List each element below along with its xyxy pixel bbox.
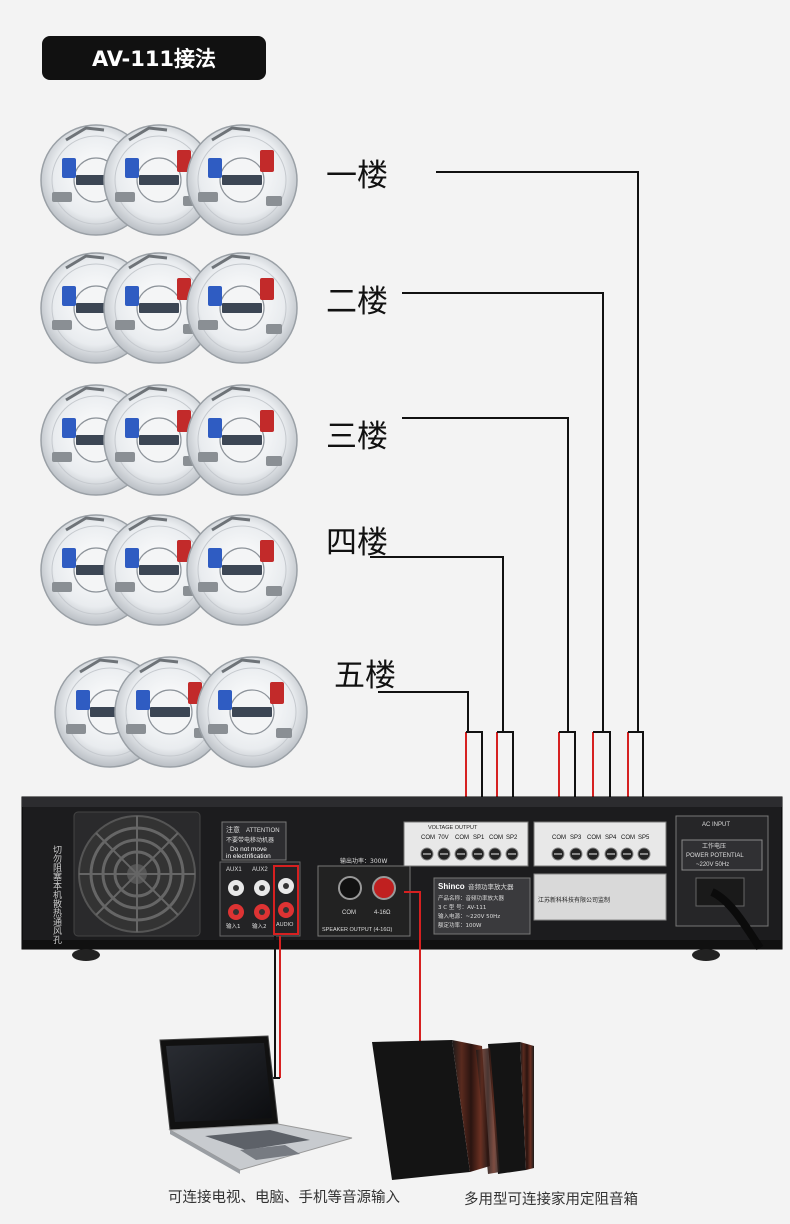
terminal-r-4: COM — [621, 835, 635, 841]
power-potential-label: POWER POTENTIAL — [686, 853, 744, 859]
input1-label: 输入1 — [226, 922, 241, 930]
maker-label: 江苏新科科技有限公司监制 — [538, 896, 610, 904]
spec-line-3: 输入电源：~220V 50Hz — [438, 912, 500, 920]
terminal-r-5: SP5 — [638, 835, 650, 841]
aux1-label: AUX1 — [226, 867, 242, 873]
power-value-label: ~220V 50Hz — [696, 862, 729, 868]
voltage-output-label: VOLTAGE OUTPUT — [428, 825, 478, 831]
terminal-screws — [420, 847, 651, 861]
com-label: COM — [342, 910, 356, 916]
terminal-r-0: COM — [552, 835, 566, 841]
floor-label-3: 三楼 — [326, 419, 388, 455]
ac-input-label: AC INPUT — [702, 822, 730, 828]
audio-label: AUDIO — [276, 922, 294, 928]
page-title: AV-111接法 — [42, 36, 266, 80]
attention-cn: 注意 — [226, 825, 240, 834]
brand-desc: 音频功率放大器 — [468, 882, 514, 891]
terminal-r-1: SP3 — [570, 835, 582, 841]
floor-label-2: 二楼 — [326, 284, 388, 320]
speaker-row-2 — [39, 251, 299, 365]
speaker-row-5 — [53, 655, 309, 769]
caption-speaker-output: 多用型可连接家用定阻音箱 — [464, 1192, 638, 1208]
spec-line-1: 产品名称：音频功率放大器 — [438, 894, 505, 902]
floor-label-4: 四楼 — [326, 525, 388, 561]
amplifier-rear-panel — [21, 796, 783, 961]
terminal-l-5: SP2 — [506, 835, 518, 841]
terminal-labels: COM 70V COM SP1 COM SP2 COM SP3 COM SP4 … — [421, 835, 650, 841]
no-move-en2: in electrification — [226, 853, 271, 860]
no-move-cn: 不要带电移动机器 — [226, 836, 274, 844]
floor-wiring — [370, 171, 644, 822]
floor-label-1: 一楼 — [326, 158, 388, 194]
ac-cn-label: 工作电压 — [702, 842, 726, 850]
speaker-row-3 — [39, 383, 299, 497]
amplifier-labels: 切勿阻塞本机散热通风孔 注意 ATTENTION 不要带电移动机器 Do not… — [51, 822, 744, 945]
aux2-label: AUX2 — [252, 867, 268, 873]
bookshelf-speakers-icon — [372, 1040, 534, 1180]
floor-label-5: 五楼 — [334, 658, 396, 694]
spec-line-2: 3 C 型 号：AV-111 — [438, 903, 486, 911]
output-power-label: 输出功率：300W — [340, 857, 387, 865]
terminal-l-4: COM — [489, 835, 503, 841]
terminal-l-3: SP1 — [473, 835, 485, 841]
terminal-r-2: COM — [587, 835, 601, 841]
brand-label: Shinco — [438, 882, 465, 891]
speaker-row-4 — [39, 513, 299, 627]
speaker-row-1 — [39, 123, 299, 237]
ohm-label: 4-16Ω — [374, 910, 391, 916]
caption-source-input: 可连接电视、电脑、手机等音源输入 — [168, 1190, 400, 1206]
fan-warning-label: 切勿阻塞本机散热通风孔 — [51, 845, 62, 945]
terminal-r-3: SP4 — [605, 835, 617, 841]
input2-label: 输入2 — [252, 922, 267, 930]
attention-en: ATTENTION — [246, 828, 280, 834]
speaker-output-label: SPEAKER OUTPUT (4-16Ω) — [322, 927, 393, 933]
spec-line-4: 额定功率：100W — [438, 921, 482, 929]
terminal-l-1: 70V — [438, 835, 449, 841]
terminal-l-2: COM — [455, 835, 469, 841]
no-move-en1: Do not move — [230, 846, 267, 853]
terminal-l-0: COM — [421, 835, 435, 841]
laptop-icon — [159, 1035, 353, 1174]
